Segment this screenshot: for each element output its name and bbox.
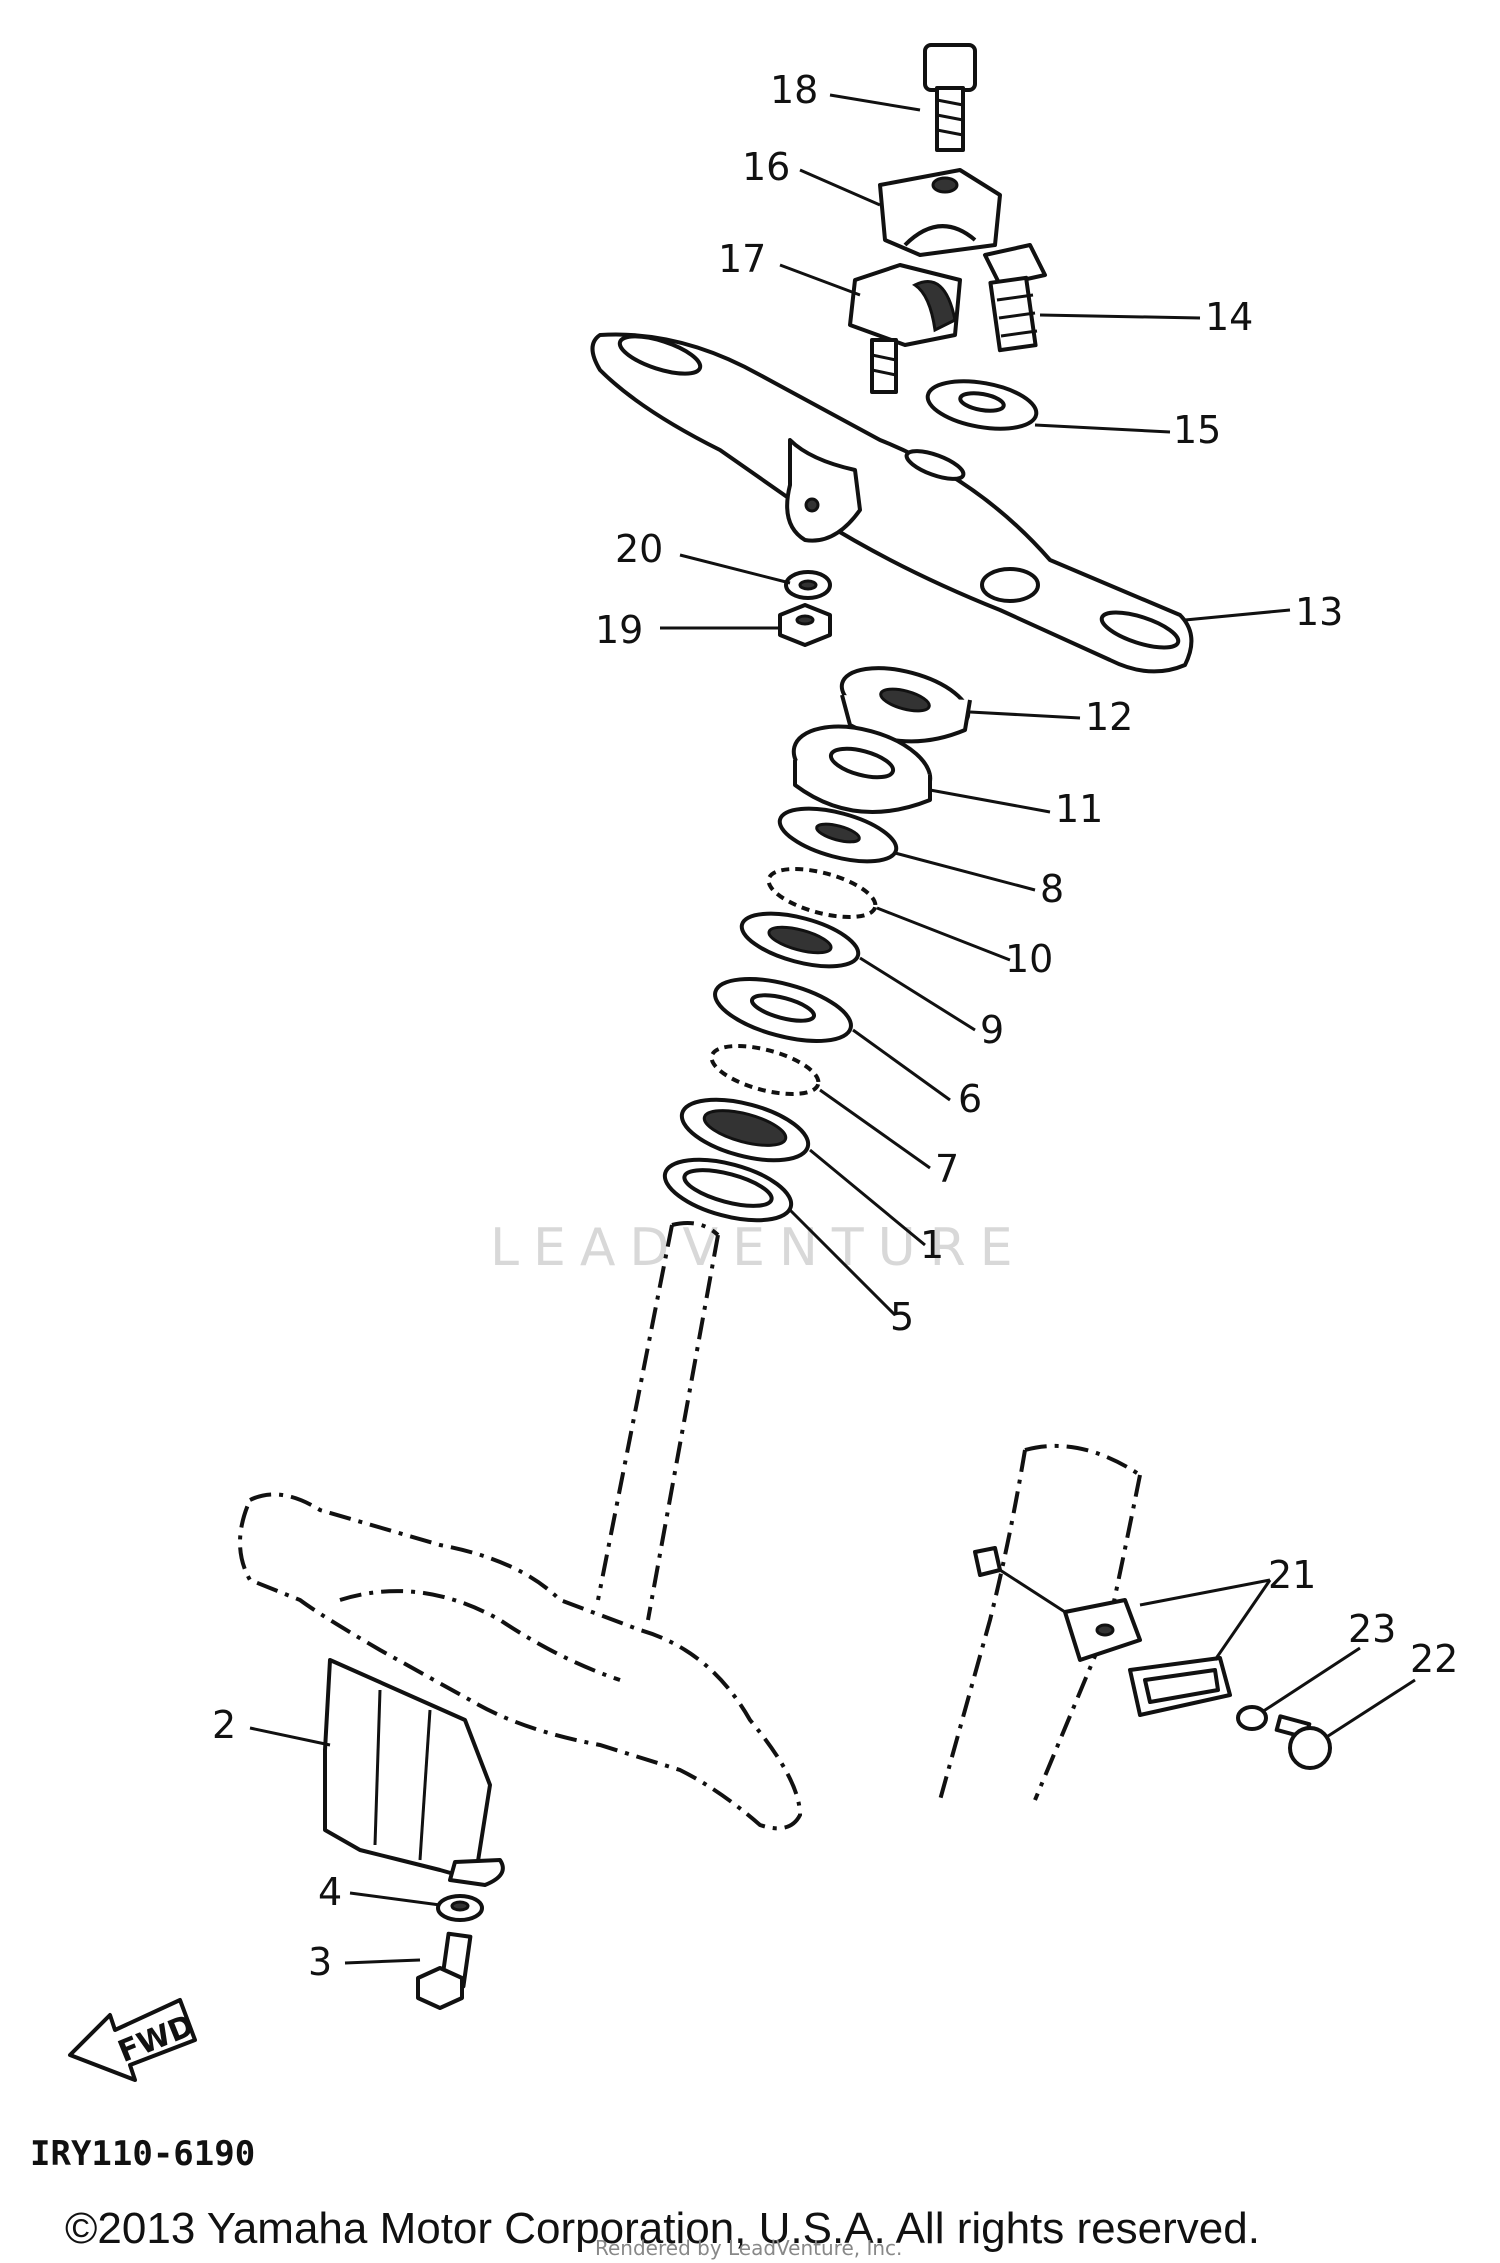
- watermark-footer: Rendered by LeadVenture, Inc.: [595, 2236, 902, 2260]
- callout-15: 15: [1173, 408, 1221, 452]
- handlebar-holder-upper-16: [878, 168, 1002, 257]
- callout-1: 1: [920, 1223, 944, 1267]
- callout-4: 4: [318, 1870, 342, 1914]
- callout-8: 8: [1040, 867, 1064, 911]
- callout-2: 2: [212, 1703, 236, 1747]
- bearing-race-6: [713, 977, 853, 1043]
- callout-11: 11: [1055, 787, 1103, 831]
- callout-20: 20: [615, 527, 663, 571]
- washer-4: [436, 1894, 484, 1922]
- screw-22: [1274, 1714, 1332, 1770]
- bolt-3: [416, 1931, 473, 2010]
- callout-3: 3: [308, 1940, 332, 1984]
- watermark: LEADVENTURE: [490, 1218, 1027, 1278]
- callout-14: 14: [1205, 295, 1253, 339]
- cover-plate-2: [323, 1658, 505, 1887]
- callout-9: 9: [980, 1008, 1004, 1052]
- callout-17: 17: [718, 237, 766, 281]
- dust-seal-5: [662, 1157, 794, 1223]
- callout-13: 13: [1295, 590, 1343, 634]
- nut-19: [778, 603, 832, 647]
- washer-23: [1236, 1705, 1268, 1731]
- ball-bearings-10: [766, 867, 878, 919]
- callout-12: 12: [1085, 695, 1133, 739]
- callout-5: 5: [890, 1295, 914, 1339]
- callout-7: 7: [935, 1147, 959, 1191]
- bearing-race-9: [739, 911, 861, 969]
- callout-22: 22: [1410, 1637, 1458, 1681]
- callout-6: 6: [958, 1077, 982, 1121]
- callout-21: 21: [1268, 1553, 1316, 1597]
- handle-crown-13: [590, 332, 1194, 674]
- callout-19: 19: [595, 608, 643, 652]
- callout-18: 18: [770, 68, 818, 112]
- ring-nut-12: [839, 666, 972, 744]
- callout-10: 10: [1005, 937, 1053, 981]
- ball-bearings-7: [709, 1044, 821, 1096]
- cable-guide-21: [1063, 1598, 1232, 1717]
- callout-16: 16: [742, 145, 790, 189]
- bearing-cover-11: [791, 724, 933, 814]
- copyright-notice: ©2013 Yamaha Motor Corporation, U.S.A. A…: [65, 2204, 1260, 2253]
- bearing-race-8: [777, 806, 899, 864]
- steering-stem-under-bracket: [238, 1221, 803, 1831]
- handlebar-holder-lower-17: [848, 263, 962, 394]
- lock-washer-20: [784, 570, 832, 600]
- bolt-14: [983, 243, 1047, 353]
- forward-direction-arrow: FWD: [68, 1998, 199, 2082]
- callout-leaders: [249, 93, 1416, 1965]
- drawing-code: IRY110-6190: [30, 2134, 255, 2174]
- bolt-18: [923, 43, 977, 152]
- bearing-race-1: [679, 1097, 811, 1163]
- callout-23: 23: [1348, 1607, 1396, 1651]
- washer-15: [925, 379, 1039, 431]
